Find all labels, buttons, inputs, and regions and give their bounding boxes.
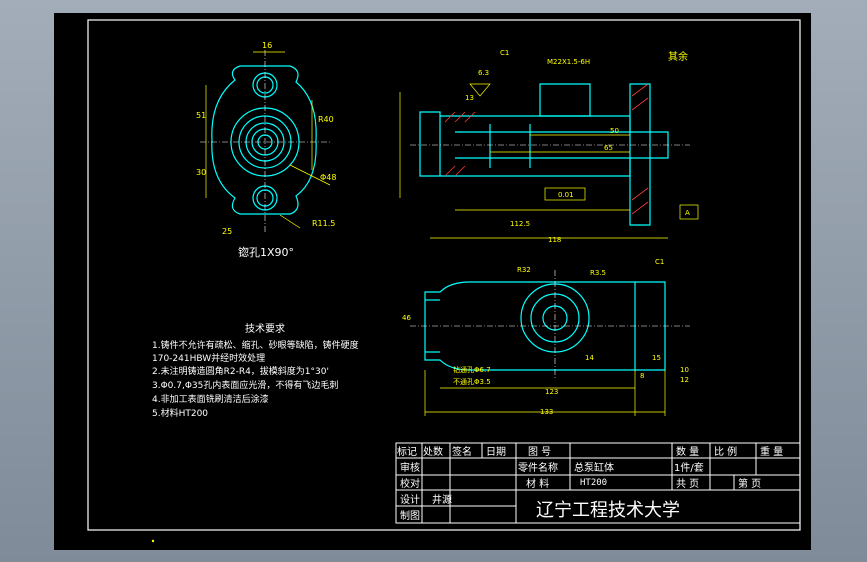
dim-112: 112.5	[510, 220, 530, 228]
dim-12: 12	[680, 376, 689, 384]
end-view-centerlines	[200, 50, 330, 232]
dim-133: 133	[540, 408, 553, 416]
tb-scale: 比 例	[714, 445, 737, 458]
flange	[629, 83, 651, 226]
plan-labels: R32 R3.5 C1 46 14 8 10 15 123 133 12 钻通孔…	[402, 258, 689, 416]
dim-ra63: 6.3	[478, 69, 489, 77]
tb-qty: 数 量	[676, 445, 699, 458]
dim-15: 15	[652, 354, 661, 362]
dim-c1b: C1	[655, 258, 664, 266]
dim-50: 50	[610, 127, 619, 135]
tech-title: 技术要求	[245, 322, 285, 335]
dim-30: 30	[196, 168, 206, 177]
dim-10: 10	[680, 366, 689, 374]
sheet-background	[54, 13, 811, 550]
tb-review: 审核	[400, 461, 420, 474]
dim-r35: R3.5	[590, 269, 606, 277]
dim-65: 65	[604, 144, 613, 152]
title-block-text: 标记 处数 签名 日期 图 号 数 量 比 例 重 量 审核 零件名称 总泵缸体…	[397, 445, 783, 522]
tb-design: 设计	[400, 493, 420, 506]
tb-part-name-label: 零件名称	[518, 461, 558, 474]
tb-drafting: 制图	[400, 509, 420, 522]
tb-material-label: 材 料	[526, 477, 549, 490]
plan-dims	[424, 370, 666, 416]
dim-r11: R11.5	[312, 219, 335, 228]
tb-date: 日期	[486, 446, 506, 458]
tb-check: 校对	[400, 477, 420, 490]
drawing-frame	[87, 19, 801, 531]
dim-46: 46	[402, 314, 411, 322]
title-block	[395, 442, 801, 524]
tech-item-4: 3.Φ0.7,Φ35孔内表面应光滑，不得有飞边毛刺	[152, 379, 338, 391]
tol-001: 0.01	[558, 191, 574, 199]
section-hatch	[444, 83, 649, 215]
dim-51: 51	[196, 111, 206, 120]
tech-item-6: 5.材料HT200	[152, 407, 208, 419]
tb-page: 第 页	[738, 477, 761, 490]
dim-14: 14	[585, 354, 594, 362]
tech-item-3: 2.未注明铸造圆角R2-R4，拔模斜度为1°30'	[152, 365, 329, 377]
section-dims	[399, 83, 699, 239]
drill-note2: 不通孔Φ3.5	[453, 377, 491, 386]
datum-a: A	[685, 209, 690, 217]
tb-material: HT200	[580, 478, 607, 488]
dim-25: 25	[222, 227, 232, 236]
tb-weight: 重 量	[760, 445, 783, 458]
tb-count: 处数	[423, 445, 443, 458]
tb-drawing-no: 图 号	[528, 446, 551, 458]
tb-school: 辽宁工程技术大学	[536, 500, 680, 521]
tb-per-set: 1件/套	[674, 461, 704, 474]
tb-part-name: 总泵缸体	[574, 461, 614, 474]
section-labels: M22X1.5-6H C1 6.3 13 50 65 112.5 118 0.0…	[465, 49, 690, 244]
dim-123: 123	[545, 388, 558, 396]
tech-item-1: 1.铸件不允许有疏松、缩孔、砂眼等缺陷，铸件硬度	[152, 339, 359, 351]
end-view-dims	[205, 51, 331, 229]
surface-rest: 其余	[668, 50, 688, 63]
boss	[539, 83, 591, 117]
tb-total: 共 页	[676, 478, 699, 490]
dim-13: 13	[465, 94, 474, 102]
tb-sign: 签名	[452, 445, 472, 458]
dim-c1a: C1	[500, 49, 509, 57]
dim-8: 8	[640, 372, 644, 380]
origin-marker	[151, 539, 155, 543]
tech-item-2: 170-241HBW并经时效处理	[152, 352, 265, 364]
dim-48: Φ48	[320, 173, 336, 182]
end-view-labels: 16 51 30 R40 Φ48 R11.5 25 锪孔1X90°	[196, 41, 336, 259]
plan-centerlines	[410, 270, 690, 380]
countersink-note: 锪孔1X90°	[238, 246, 294, 259]
drill-note: 钻通孔Φ6.7	[453, 365, 491, 374]
tb-designer: 井源	[432, 493, 452, 506]
dim-thread: M22X1.5-6H	[547, 58, 590, 66]
dim-16: 16	[262, 41, 272, 50]
tb-mark: 标记	[397, 446, 417, 458]
tech-requirements: 技术要求 1.铸件不允许有疏松、缩孔、砂眼等缺陷，铸件硬度 170-241HBW…	[152, 322, 359, 419]
dim-r32: R32	[517, 266, 531, 274]
flange-outline	[211, 65, 317, 215]
dim-r40: R40	[318, 115, 334, 124]
tech-item-5: 4.非加工表面铣刷清洁后涂漆	[152, 393, 269, 405]
dim-118: 118	[548, 236, 561, 244]
